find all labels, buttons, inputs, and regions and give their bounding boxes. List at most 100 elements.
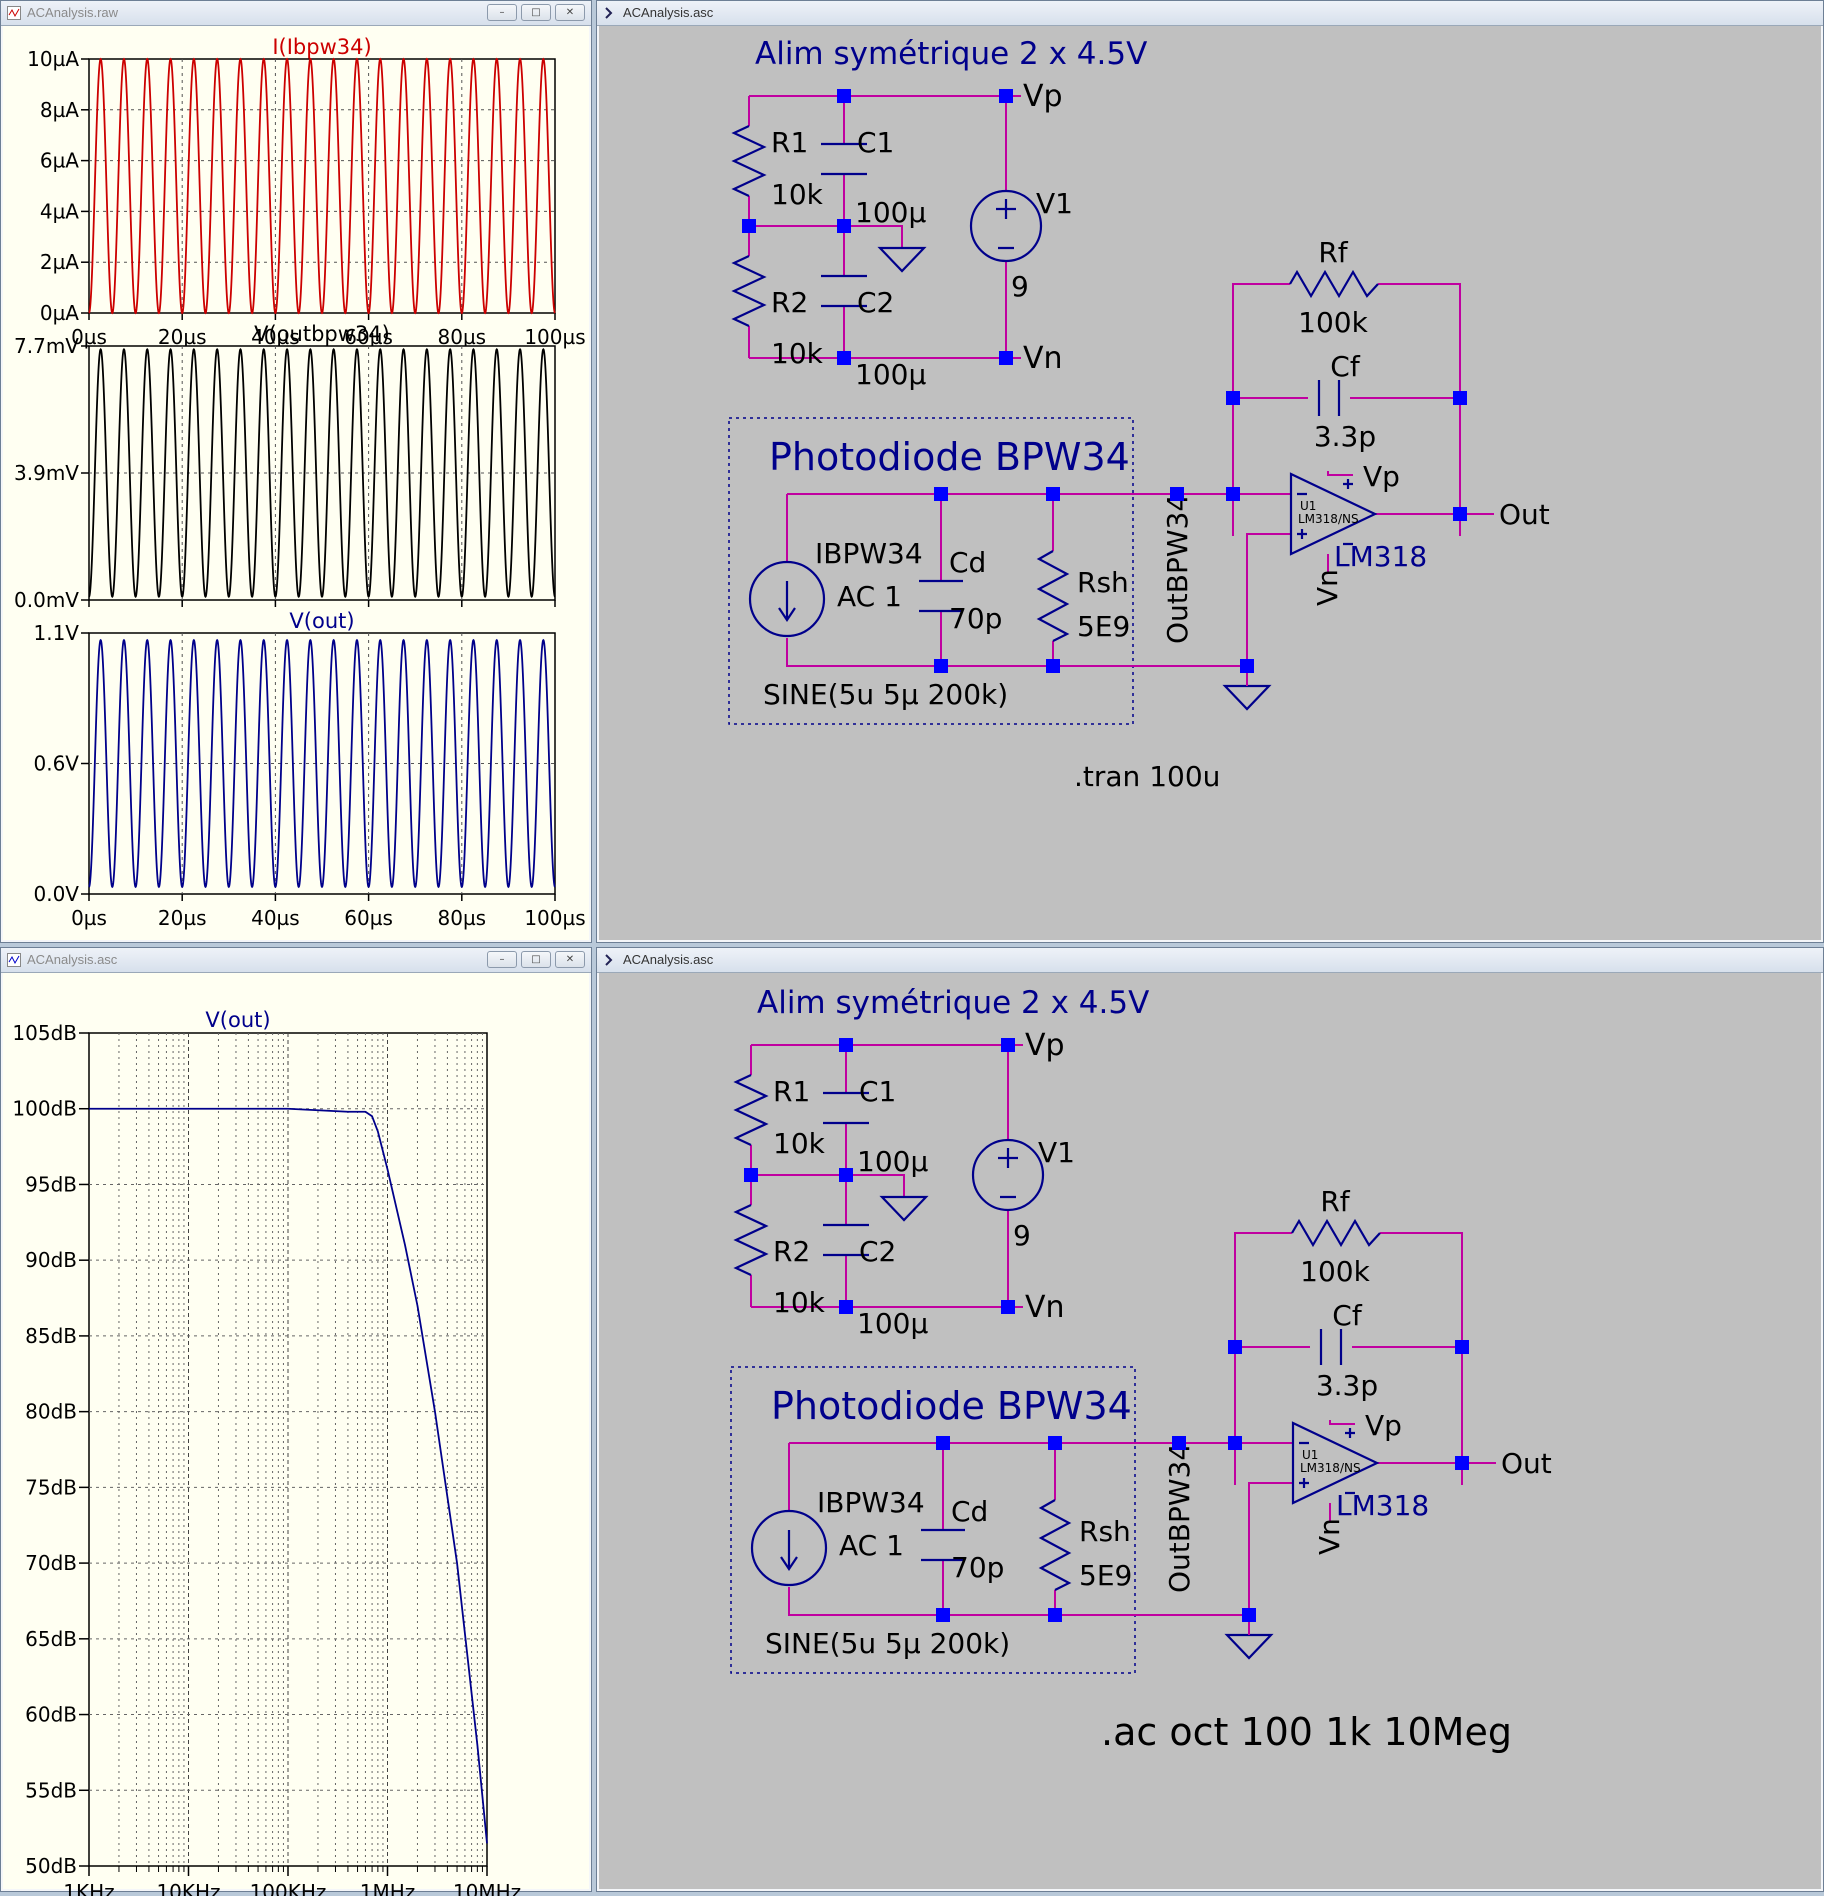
ground-symbol[interactable]: [879, 1195, 929, 1222]
y-tick-label: 95dB: [25, 1172, 77, 1196]
opamp-ref: U1: [1300, 499, 1316, 513]
net-vp: Vp: [1363, 460, 1400, 493]
x-tick-label: 60µs: [344, 906, 393, 930]
wire-junction: [999, 351, 1013, 365]
capacitor-cd[interactable]: [919, 579, 963, 613]
voltage-source-v1[interactable]: [971, 1138, 1045, 1212]
wire-junction: [1228, 1436, 1242, 1450]
ground-symbol[interactable]: [1222, 684, 1272, 711]
wire-junction: [1048, 1608, 1062, 1622]
capacitor-c1[interactable]: [821, 142, 867, 176]
resistor-rf[interactable]: [1289, 269, 1379, 299]
polarity-marks[interactable]: [998, 1148, 1018, 1199]
waveform-app-icon: [7, 6, 21, 20]
resistor-r2[interactable]: [733, 1204, 769, 1276]
restore-button[interactable]: □: [521, 951, 551, 968]
minimize-button[interactable]: –: [487, 951, 517, 968]
title-bar[interactable]: ACAnalysis.asc: [597, 948, 1823, 973]
r2-value: 10k: [771, 337, 824, 370]
opamp-u1[interactable]: [1291, 1421, 1380, 1505]
restore-button[interactable]: □: [521, 4, 551, 21]
opamp-pins[interactable]: [1299, 1441, 1309, 1488]
resistor-r2[interactable]: [731, 255, 767, 327]
y-tick-label: 6µA: [40, 149, 79, 173]
capacitor-cf[interactable]: [1319, 1329, 1343, 1365]
close-button[interactable]: ✕: [555, 4, 585, 21]
trace-title: I(Ibpw34): [272, 35, 371, 59]
resistor-r1[interactable]: [733, 1074, 769, 1146]
capacitor-cf[interactable]: [1317, 380, 1341, 416]
wire-junction: [1455, 1456, 1469, 1470]
schematic-drawing[interactable]: Alim symétrique 2 x 4.5VR110kR210kC1100µ…: [599, 26, 1823, 942]
resistor-rsh[interactable]: [1036, 550, 1070, 642]
close-button[interactable]: ✕: [555, 951, 585, 968]
voltage-source-v1[interactable]: [969, 189, 1043, 263]
schematic-tran-window[interactable]: ACAnalysis.asc Alim symétrique 2 x 4.5V R…: [596, 0, 1824, 943]
resistor-rf[interactable]: [1291, 1218, 1381, 1248]
title-bar[interactable]: ACAnalysis.asc: [597, 1, 1823, 26]
y-tick-label: 0.0mV: [14, 588, 79, 612]
capacitor-c2[interactable]: [821, 274, 867, 308]
opamp-u1[interactable]: [1289, 472, 1378, 556]
wire-junction: [1046, 659, 1060, 673]
resistor-rsh[interactable]: [1038, 1499, 1072, 1591]
y-tick-label: 1.1V: [34, 621, 80, 645]
r1-name: R1: [773, 1075, 810, 1108]
opamp-pins[interactable]: [1297, 492, 1307, 539]
current-arrow[interactable]: [780, 1530, 798, 1571]
current-source-ibpw34[interactable]: [748, 560, 826, 638]
current-arrow[interactable]: [778, 581, 796, 622]
capacitor-cd[interactable]: [921, 1528, 965, 1562]
wire-junction: [936, 1436, 950, 1450]
schematic-ac-window[interactable]: ACAnalysis.asc Alim symétrique 2 x 4.5V R…: [596, 947, 1824, 1892]
wire: [1246, 533, 1291, 666]
title-bar[interactable]: ACAnalysis.asc – □ ✕: [1, 948, 591, 973]
net-vp: Vp: [1025, 1028, 1065, 1063]
wire-junction: [1455, 1340, 1469, 1354]
current-source-ibpw34[interactable]: [750, 1509, 828, 1587]
net-vn: Vn: [1025, 1290, 1065, 1325]
supply-title: Alim symétrique 2 x 4.5V: [757, 985, 1149, 1021]
net-vp: Vp: [1023, 79, 1063, 114]
y-tick-label: 8µA: [40, 98, 79, 122]
opamp-supply-pins[interactable]: [1343, 479, 1353, 546]
r1-name: R1: [771, 126, 808, 159]
opamp-supply-pins[interactable]: [1345, 1428, 1355, 1495]
schematic-drawing[interactable]: Alim symétrique 2 x 4.5VR110kR210kC1100µ…: [599, 973, 1823, 1891]
x-tick-label: 10MHz: [453, 1880, 521, 1896]
c1-value: 100µ: [857, 1145, 928, 1178]
x-tick-label: 100µs: [524, 906, 585, 930]
wire: [1248, 1482, 1293, 1615]
ground-symbol[interactable]: [1224, 1633, 1274, 1660]
ground-symbol[interactable]: [877, 246, 927, 273]
circuit[interactable]: Alim symétrique 2 x 4.5VR110kR210kC1100µ…: [728, 36, 1550, 793]
resistor-r1[interactable]: [731, 125, 767, 197]
supply-title: Alim symétrique 2 x 4.5V: [755, 36, 1147, 72]
opamp-ref: U1: [1302, 1448, 1318, 1462]
minimize-button[interactable]: –: [487, 4, 517, 21]
capacitor-c1[interactable]: [823, 1091, 869, 1125]
ibpw34-value: AC 1: [839, 1529, 904, 1562]
title-bar[interactable]: ACAnalysis.raw – □ ✕: [1, 1, 591, 26]
y-tick-label: 0.0V: [34, 882, 80, 906]
cf-value: 3.3p: [1314, 420, 1376, 453]
polarity-marks[interactable]: [996, 199, 1016, 250]
y-tick-label: 10µA: [27, 47, 79, 71]
circuit[interactable]: Alim symétrique 2 x 4.5VR110kR210kC1100µ…: [730, 985, 1552, 1754]
capacitor-c2[interactable]: [823, 1223, 869, 1257]
x-tick-label: 20µs: [158, 325, 207, 349]
v1-name: V1: [1036, 187, 1073, 220]
window-title: ACAnalysis.asc: [27, 952, 118, 967]
